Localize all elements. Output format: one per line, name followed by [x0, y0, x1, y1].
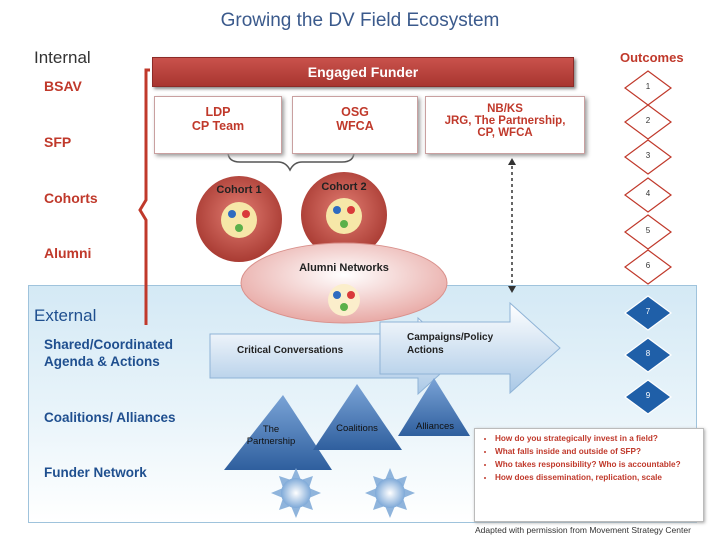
- triangle-partnership: [224, 395, 332, 470]
- partnership-label-line1: The: [262, 424, 280, 435]
- outcome-diamond: [623, 337, 673, 373]
- internal-label: Internal: [34, 48, 91, 67]
- outcome-number-7: 7: [645, 307, 651, 316]
- outcome-number-3: 3: [645, 151, 651, 160]
- campaigns-label: Campaigns/Policy Actions: [407, 331, 493, 357]
- row-label-coalitions: Coalitions/ Alliances: [44, 410, 176, 425]
- people-icon-1: [221, 202, 257, 238]
- osg-box: OSG WFCA: [292, 96, 418, 154]
- people-icon-2: [326, 198, 362, 234]
- question-item: What falls inside and outside of SFP?: [495, 446, 703, 457]
- outcomes-title: Outcomes: [620, 50, 684, 65]
- bracket-line: [138, 68, 150, 325]
- coalitions-label: Coalitions: [336, 423, 378, 434]
- row-label-bsav: BSAV: [44, 78, 82, 94]
- external-label: External: [34, 306, 97, 325]
- page-title: Growing the DV Field Ecosystem: [220, 10, 500, 31]
- ldp-box-line2: CP Team: [191, 119, 245, 133]
- outcome-diamond: [623, 177, 673, 213]
- alliances-label: Alliances: [415, 421, 455, 432]
- outcome-number-1: 1: [645, 82, 651, 91]
- outcome-diamond: [623, 214, 673, 250]
- credit-note: Adapted with permission from Movement St…: [475, 525, 691, 535]
- ldp-box: LDP CP Team: [154, 96, 282, 154]
- row-label-cohorts: Cohorts: [44, 190, 98, 206]
- outcomes-strip: [623, 70, 673, 415]
- question-item: How does dissemination, replication, sca…: [495, 472, 703, 483]
- campaigns-label-line2: Actions: [407, 345, 444, 356]
- osg-box-line1: OSG: [341, 105, 369, 119]
- nbks-box-line2: JRG, The Partnership,: [444, 115, 566, 127]
- outcome-diamond: [623, 379, 673, 415]
- triangle-alliances: [398, 378, 470, 436]
- alumni-ellipse: [240, 242, 448, 324]
- critical-conversations-label: Critical Conversations: [237, 345, 344, 356]
- outcome-number-6: 6: [645, 261, 651, 270]
- nbks-box-line1: NB/KS: [487, 103, 523, 115]
- row-label-agenda: Shared/Coordinated Agenda & Actions: [44, 337, 174, 369]
- row-label-funder-network: Funder Network: [44, 465, 147, 480]
- nbks-box: NB/KS JRG, The Partnership, CP, WFCA: [425, 96, 585, 154]
- outcome-diamond: [623, 139, 673, 175]
- campaigns-arrow: [379, 301, 561, 395]
- sun-shape-2: [365, 468, 415, 518]
- triangle-coalitions: [313, 384, 402, 450]
- outcome-number-2: 2: [645, 116, 651, 125]
- group-brace: [227, 151, 355, 172]
- question-item: How do you strategically invest in a fie…: [495, 433, 703, 444]
- partnership-label: The Partnership: [241, 424, 301, 448]
- outcome-number-5: 5: [645, 226, 651, 235]
- ldp-box-line1: LDP: [205, 105, 231, 119]
- engaged-funder-banner: Engaged Funder: [152, 57, 574, 87]
- people-icon-alumni: [328, 284, 360, 316]
- sun-shape-1: [271, 468, 321, 518]
- outcome-diamond: [623, 104, 673, 140]
- outcome-diamond: [623, 295, 673, 331]
- outcome-number-8: 8: [645, 349, 651, 358]
- outcome-number-4: 4: [645, 189, 651, 198]
- nbks-box-line3: CP, WFCA: [477, 127, 533, 139]
- alumni-networks-label: Alumni Networks: [299, 262, 389, 274]
- osg-box-line2: WFCA: [336, 119, 374, 133]
- question-item: Who takes responsibility? Who is account…: [495, 459, 703, 470]
- cohort-2-label: Cohort 2: [321, 181, 367, 193]
- cohort-1-label: Cohort 1: [216, 184, 262, 196]
- questions-box: How do you strategically invest in a fie…: [474, 428, 704, 522]
- outcome-number-9: 9: [645, 391, 651, 400]
- row-label-alumni: Alumni: [44, 245, 92, 261]
- row-label-sfp: SFP: [44, 134, 72, 150]
- campaigns-label-line1: Campaigns/Policy: [407, 332, 494, 343]
- outcome-diamond: [623, 249, 673, 285]
- partnership-label-line2: Partnership: [246, 436, 296, 447]
